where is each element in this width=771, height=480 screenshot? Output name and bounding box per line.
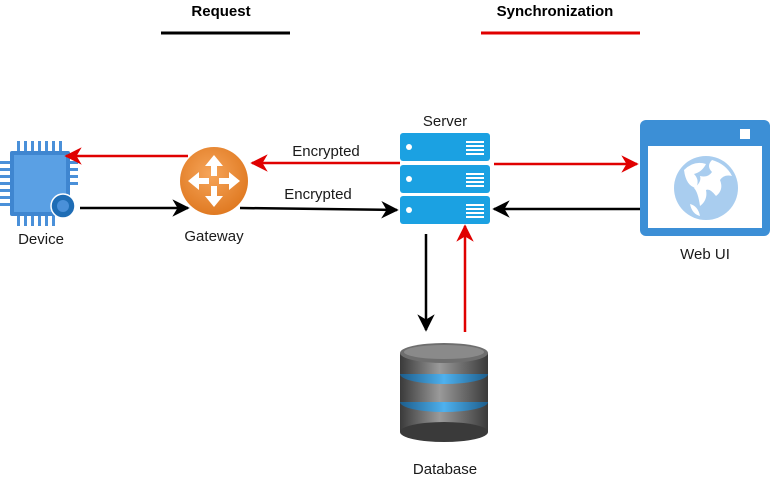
router-icon [180,147,248,215]
device-label: Device [18,231,64,248]
edge-label-gateway-to-server: Encrypted [284,186,352,203]
legend: Request Synchronization [161,3,640,35]
edge-gateway-to-server [239,201,399,219]
browser-globe-icon [640,120,770,236]
gateway-label: Gateway [184,228,244,245]
database-node[interactable]: Database [400,343,488,478]
server-node[interactable]: Server [400,113,490,224]
device-node[interactable]: Device [0,141,78,248]
server-rack-icon [400,133,490,224]
webui-node[interactable]: Web UI [640,120,770,263]
edges: Encrypted Encrypted [64,143,640,332]
legend-sync-label: Synchronization [497,3,614,20]
server-label: Server [423,113,467,130]
database-label: Database [413,461,477,478]
legend-request-label: Request [191,3,250,20]
chip-icon [0,141,78,226]
gateway-node[interactable]: Gateway [180,147,248,245]
database-icon [400,343,488,442]
edge-label-server-to-gateway: Encrypted [292,143,360,160]
webui-label: Web UI [680,246,730,263]
